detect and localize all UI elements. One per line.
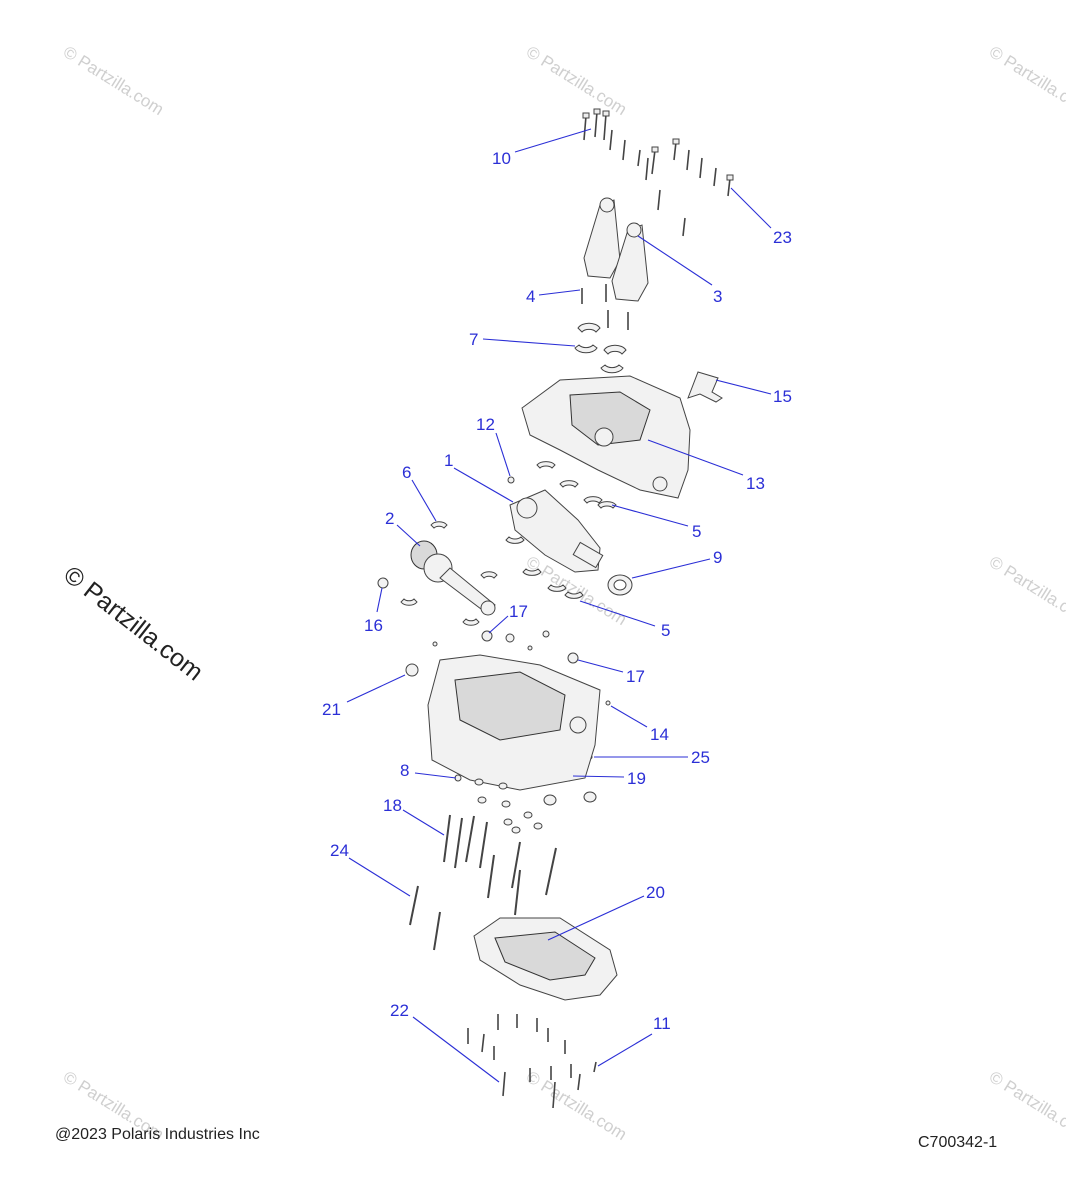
- crankshaft: [509, 489, 604, 573]
- callout-label[interactable]: 21: [322, 700, 341, 719]
- callout-label[interactable]: 1: [444, 451, 453, 470]
- callout-label[interactable]: 10: [492, 149, 511, 168]
- connecting-rods: [583, 197, 649, 302]
- callout-label[interactable]: 18: [383, 796, 402, 815]
- drawing-id: C700342-1: [918, 1134, 998, 1151]
- callout-label[interactable]: 17: [509, 602, 528, 621]
- watermark-large: © Partzilla.com: [58, 561, 208, 687]
- callout-label[interactable]: 12: [476, 415, 495, 434]
- callout-label[interactable]: 8: [400, 761, 409, 780]
- callout-label[interactable]: 17: [626, 667, 645, 686]
- main-bearings: [505, 461, 617, 599]
- callout-label[interactable]: 2: [385, 509, 394, 528]
- callout-label[interactable]: 14: [650, 725, 669, 744]
- watermark: © Partzilla.com: [986, 42, 1066, 119]
- washers: [474, 778, 597, 834]
- watermark: © Partzilla.com: [60, 42, 167, 119]
- callout-label[interactable]: 5: [661, 621, 670, 640]
- watermark: © Partzilla.com: [523, 1067, 630, 1144]
- callout-label[interactable]: 23: [773, 228, 792, 247]
- balance-bearings: [400, 521, 498, 626]
- plug: [377, 577, 389, 589]
- connecting-rod-bolts: [583, 111, 731, 237]
- callout-label[interactable]: 4: [526, 287, 535, 306]
- callout-label[interactable]: 3: [713, 287, 722, 306]
- callout-label[interactable]: 25: [691, 748, 710, 767]
- callout-label[interactable]: 19: [627, 769, 646, 788]
- callout-label[interactable]: 13: [746, 474, 765, 493]
- callouts: 10 23 3 4 7 15 12 13 1 6 5 2 9: [322, 128, 792, 1083]
- callout-label[interactable]: 7: [469, 330, 478, 349]
- dowel-pin: [507, 476, 515, 484]
- callout-label[interactable]: 11: [653, 1014, 671, 1033]
- rod-bearings: [574, 322, 627, 374]
- watermark: © Partzilla.com: [986, 1067, 1066, 1144]
- bracket: [687, 371, 723, 403]
- callout-label[interactable]: 24: [330, 841, 349, 860]
- parts-layer: [377, 108, 734, 1109]
- rod-bolts: [581, 284, 629, 330]
- watermark: © Partzilla.com: [986, 552, 1066, 629]
- callout-label[interactable]: 5: [692, 522, 701, 541]
- callout-label[interactable]: 6: [402, 463, 411, 482]
- callout-label[interactable]: 22: [390, 1001, 409, 1020]
- balance-shaft: [410, 540, 496, 616]
- crankcase-bolts: [409, 814, 557, 951]
- copyright-text: @2023 Polaris Industries Inc: [55, 1126, 260, 1143]
- watermark: © Partzilla.com: [523, 42, 630, 119]
- callout-label[interactable]: 20: [646, 883, 665, 902]
- callout-label[interactable]: 9: [713, 548, 722, 567]
- callout-label[interactable]: 15: [773, 387, 792, 406]
- callout-label[interactable]: 16: [364, 616, 383, 635]
- bolt-heads: [582, 108, 734, 181]
- oil-pan-bolts: [467, 1014, 597, 1109]
